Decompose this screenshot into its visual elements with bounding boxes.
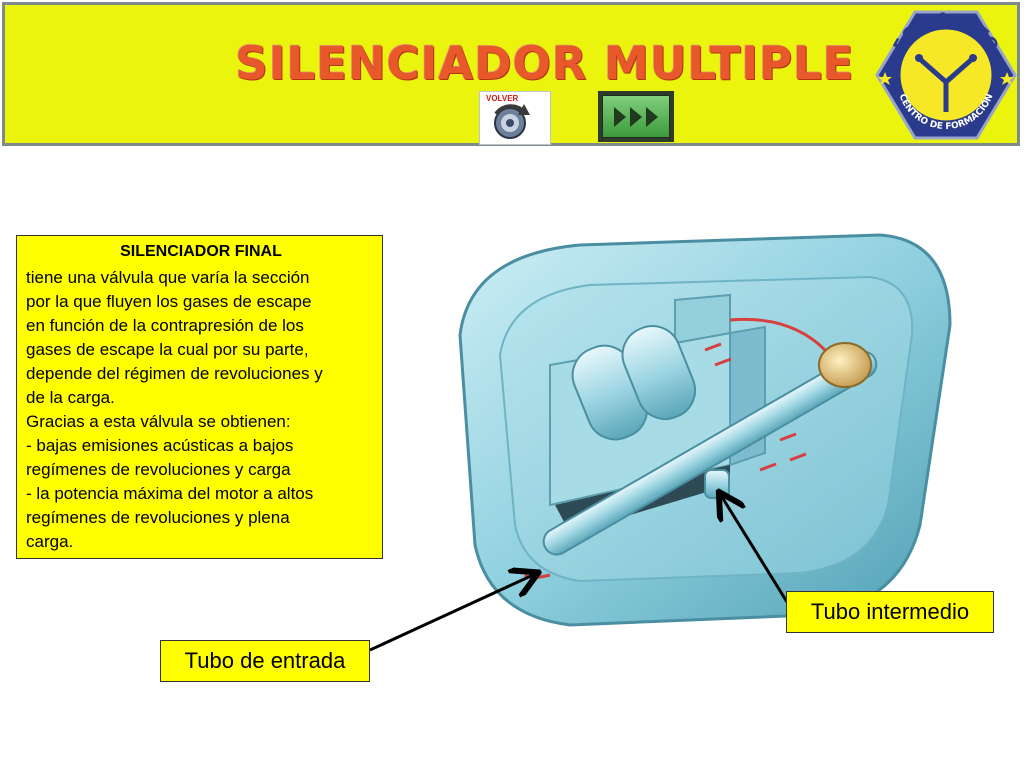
- label-tubo-entrada: Tubo de entrada: [160, 640, 370, 682]
- info-line: - bajas emisiones acústicas a bajos: [26, 436, 294, 455]
- info-line: regímenes de revoluciones y plena: [26, 508, 290, 527]
- chamber-cylinder: [621, 325, 697, 420]
- info-line: en función de la contrapresión de los: [26, 316, 304, 335]
- info-panel: SILENCIADOR FINAL tiene una válvula que …: [16, 235, 383, 559]
- partition-wall: [674, 293, 731, 345]
- muffler-diagram: [458, 233, 952, 627]
- volver-label: VOLVER: [486, 94, 519, 103]
- intermediate-pipe: [704, 469, 730, 499]
- back-arrow-icon: [494, 104, 530, 139]
- info-line: de la carga.: [26, 388, 115, 407]
- volver-button[interactable]: VOLVER: [479, 91, 551, 145]
- main-pipe: [542, 350, 878, 556]
- info-line: Gracias a esta válvula se obtienen:: [26, 412, 291, 431]
- header-banner: SILENCIADOR MULTIPLE VOLVER: [2, 2, 1020, 146]
- next-button[interactable]: [598, 91, 674, 142]
- flow-arrows: [523, 317, 827, 579]
- info-line: tiene una válvula que varía la sección: [26, 268, 310, 287]
- info-line: regímenes de revoluciones y carga: [26, 460, 291, 479]
- info-line: por la que fluyen los gases de escape: [26, 292, 312, 311]
- info-line: - la potencia máxima del motor a altos: [26, 484, 314, 503]
- valve-disc: [818, 342, 872, 388]
- info-line: depende del régimen de revoluciones y: [26, 364, 323, 383]
- info-heading: SILENCIADOR FINAL: [120, 243, 282, 260]
- info-line: carga.: [26, 532, 74, 551]
- formauto-logo: FORMAUTO CENTRO DE FORMACIÓN: [875, 9, 1017, 140]
- page-title: SILENCIADOR MULTIPLE: [235, 37, 855, 90]
- info-line: gases de escape la cual por su parte,: [26, 340, 309, 359]
- fast-forward-icon: [614, 106, 658, 127]
- next-button-face: [602, 95, 670, 138]
- label-tubo-intermedio: Tubo intermedio: [786, 591, 994, 633]
